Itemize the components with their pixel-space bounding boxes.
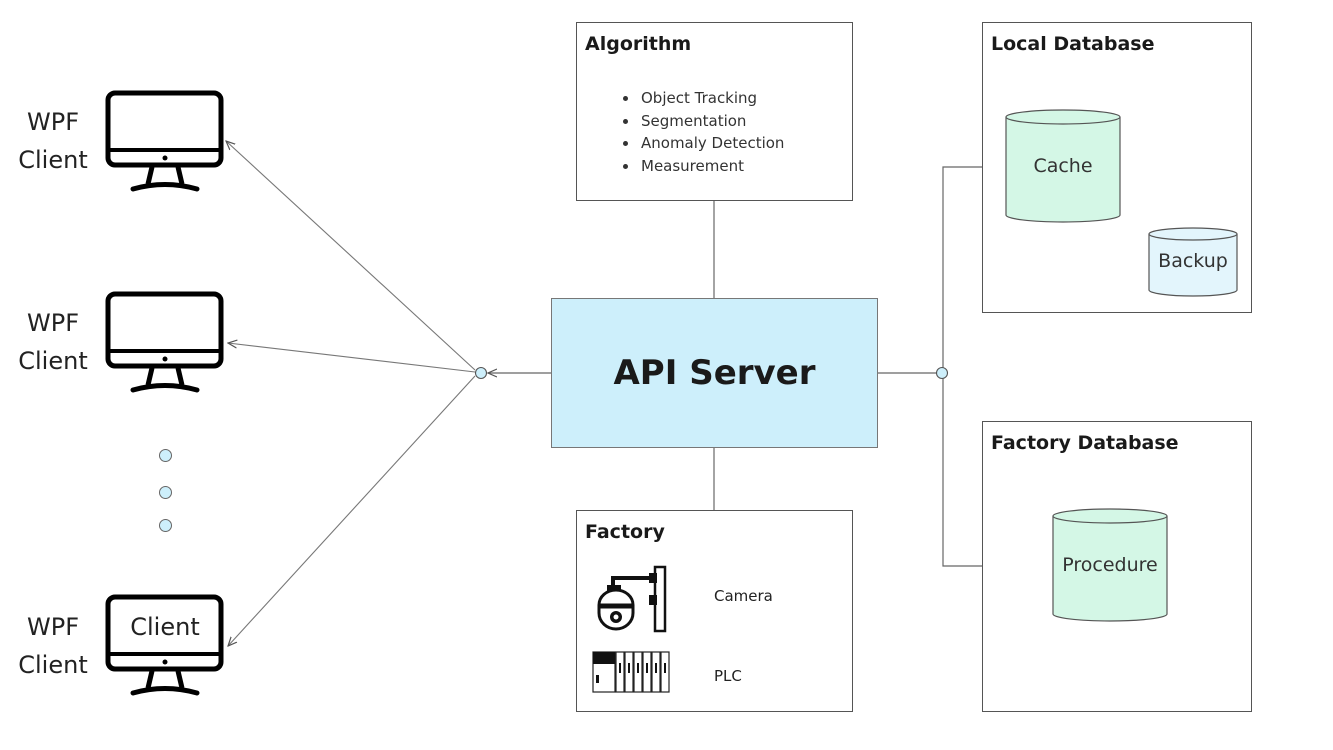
database-icon (1148, 227, 1238, 297)
procedure-db: Procedure (1052, 508, 1168, 624)
hub-to-client-3-line (228, 375, 476, 646)
ellipsis-dot (159, 519, 172, 532)
monitor-icon (105, 291, 224, 393)
hub-to-client-1-line (226, 141, 476, 371)
camera-label: Camera (714, 587, 773, 605)
local-database-title: Local Database (991, 33, 1155, 55)
algorithm-item: Segmentation (639, 110, 784, 133)
algorithm-item: Measurement (639, 155, 784, 178)
procedure-label: Procedure (1062, 554, 1158, 576)
factory-title: Factory (585, 521, 665, 543)
client-label: WPF Client (13, 304, 93, 380)
ellipsis-dot (159, 449, 172, 462)
right-hub (935, 366, 949, 380)
algorithm-title: Algorithm (585, 33, 692, 55)
monitor-icon (105, 594, 224, 696)
camera-icon (597, 565, 667, 633)
client-label-line1: WPF (26, 613, 79, 641)
database-icon (1052, 508, 1168, 622)
plc-label: PLC (714, 667, 742, 685)
api-server-label: API Server (613, 353, 816, 393)
client-label-line2: Client (18, 146, 88, 174)
factory-database-title: Factory Database (991, 432, 1179, 454)
left-hub (474, 366, 488, 380)
client-label: WPF Client (13, 103, 93, 179)
backup-label: Backup (1158, 250, 1228, 272)
algorithm-box: Algorithm Object Tracking Segmentation A… (576, 22, 853, 201)
factory-box: Factory Camera (576, 510, 853, 712)
algorithm-item: Object Tracking (639, 87, 784, 110)
cache-label: Cache (1033, 155, 1093, 177)
client-label-line2: Client (18, 651, 88, 679)
client-label: WPF Client (13, 608, 93, 684)
database-icon (1005, 109, 1121, 223)
plc-icon (592, 651, 670, 693)
cache-db: Cache (1005, 109, 1121, 225)
hub-to-client-2-line (228, 343, 476, 373)
api-server-box: API Server (551, 298, 878, 448)
client-label-line1: WPF (26, 309, 79, 337)
client-label-line1: WPF (26, 108, 79, 136)
monitor-screen-text: Client (130, 613, 200, 641)
monitor-icon (105, 90, 224, 192)
ellipsis-dot (159, 486, 172, 499)
algorithm-list: Object Tracking Segmentation Anomaly Det… (617, 87, 784, 177)
client-label-line2: Client (18, 347, 88, 375)
db-bracket-line (942, 166, 982, 567)
backup-db: Backup (1148, 227, 1238, 298)
algorithm-item: Anomaly Detection (639, 132, 784, 155)
